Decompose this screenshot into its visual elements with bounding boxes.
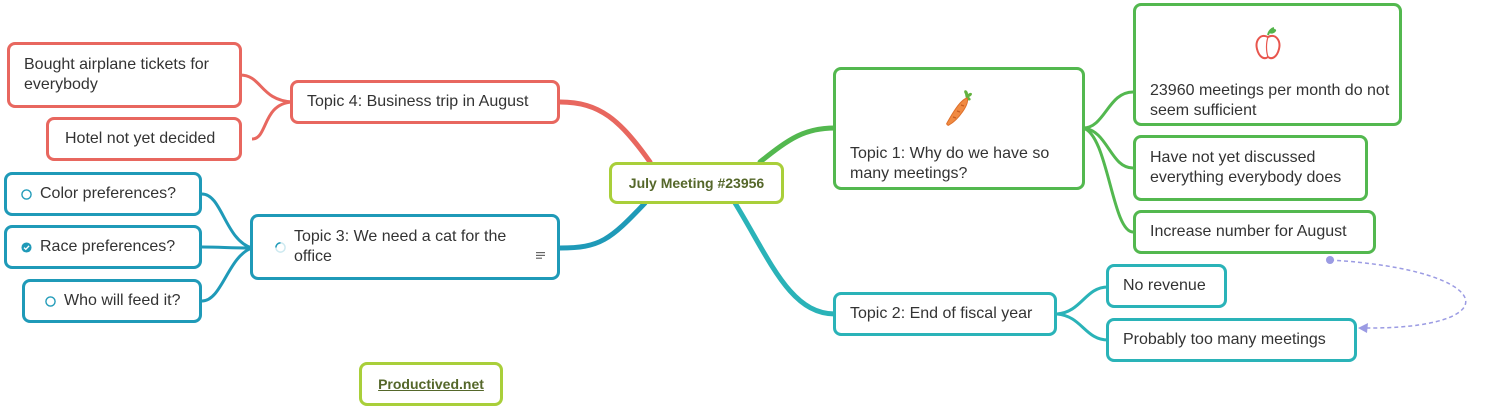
note-icon[interactable] bbox=[536, 245, 545, 265]
connector-topic3-child2 bbox=[201, 245, 253, 250]
topic3-child3-node[interactable]: Who will feed it? bbox=[22, 279, 202, 323]
relationship-arrowhead bbox=[1358, 323, 1368, 333]
topic1-child1-node[interactable]: 23960 meetings per month do not seem suf… bbox=[1133, 3, 1402, 126]
connector-topic2-child1 bbox=[1056, 285, 1109, 316]
connector-topic4-child2 bbox=[251, 100, 293, 141]
topic3-child2-node[interactable]: Race preferences? bbox=[4, 225, 202, 269]
open-task-icon[interactable] bbox=[21, 188, 32, 200]
central-topic[interactable]: July Meeting #23956 bbox=[609, 162, 784, 204]
topic3-child1-label: Color preferences? bbox=[40, 185, 177, 202]
in-progress-icon[interactable] bbox=[275, 241, 286, 253]
connector-topic1-child3 bbox=[1082, 126, 1134, 234]
apple-icon bbox=[1254, 26, 1282, 67]
topic4-child2-node[interactable]: Hotel not yet decided bbox=[46, 117, 242, 161]
connector-center-topic1 bbox=[757, 125, 838, 165]
topic1-child3-node[interactable]: Increase number for August bbox=[1133, 210, 1376, 254]
connector-topic3-child3 bbox=[201, 246, 253, 303]
topic1-child3-label: Increase number for August bbox=[1150, 223, 1347, 240]
topic1-child1-label: 23960 meetings per month do not seem suf… bbox=[1150, 81, 1390, 119]
topic1-child2-node[interactable]: Have not yet discussed everything everyb… bbox=[1133, 135, 1368, 201]
topic2-child2-node[interactable]: Probably too many meetings bbox=[1106, 318, 1357, 362]
connector-topic3-child1 bbox=[201, 192, 253, 250]
carrot-icon bbox=[944, 88, 974, 134]
topic3-label: Topic 3: We need a cat for the office bbox=[294, 228, 507, 265]
topic2-node[interactable]: Topic 2: End of fiscal year bbox=[833, 292, 1057, 336]
topic1-label: Topic 1: Why do we have so many meetings… bbox=[850, 144, 1050, 182]
connector-topic1-child1 bbox=[1082, 90, 1134, 130]
productived-link[interactable]: Productived.net bbox=[359, 362, 503, 406]
topic2-child1-label: No revenue bbox=[1123, 277, 1206, 294]
topic3-child1-node[interactable]: Color preferences? bbox=[4, 172, 202, 216]
connector-center-topic2 bbox=[732, 200, 838, 317]
topic3-child2-label: Race preferences? bbox=[40, 238, 176, 255]
topic2-label: Topic 2: End of fiscal year bbox=[850, 305, 1033, 322]
topic4-label: Topic 4: Business trip in August bbox=[307, 93, 529, 110]
connector-topic2-child2 bbox=[1056, 312, 1109, 342]
connector-topic4-child1 bbox=[239, 73, 293, 104]
topic4-child2-label: Hotel not yet decided bbox=[65, 130, 216, 147]
topic4-node[interactable]: Topic 4: Business trip in August bbox=[290, 80, 560, 124]
topic4-child1-node[interactable]: Bought airplane tickets for everybody bbox=[7, 42, 242, 108]
connector-center-topic3 bbox=[557, 200, 648, 251]
topic4-child1-label: Bought airplane tickets for everybody bbox=[24, 56, 209, 93]
connector-center-topic4 bbox=[557, 99, 653, 165]
topic2-child2-label: Probably too many meetings bbox=[1123, 331, 1326, 348]
central-topic-label: July Meeting #23956 bbox=[628, 175, 765, 191]
productived-link-label[interactable]: Productived.net bbox=[378, 376, 484, 392]
topic3-child3-label: Who will feed it? bbox=[64, 292, 181, 309]
open-task-icon[interactable] bbox=[45, 295, 56, 307]
relationship-connector bbox=[1329, 259, 1467, 329]
completed-task-icon[interactable] bbox=[21, 241, 32, 253]
topic3-node[interactable]: Topic 3: We need a cat for the office bbox=[250, 214, 560, 280]
connector-topic1-child2 bbox=[1082, 126, 1134, 170]
topic1-node[interactable]: Topic 1: Why do we have so many meetings… bbox=[833, 67, 1085, 190]
topic1-child2-label: Have not yet discussed everything everyb… bbox=[1150, 149, 1342, 186]
relationship-start-dot bbox=[1326, 256, 1334, 264]
topic2-child1-node[interactable]: No revenue bbox=[1106, 264, 1227, 308]
